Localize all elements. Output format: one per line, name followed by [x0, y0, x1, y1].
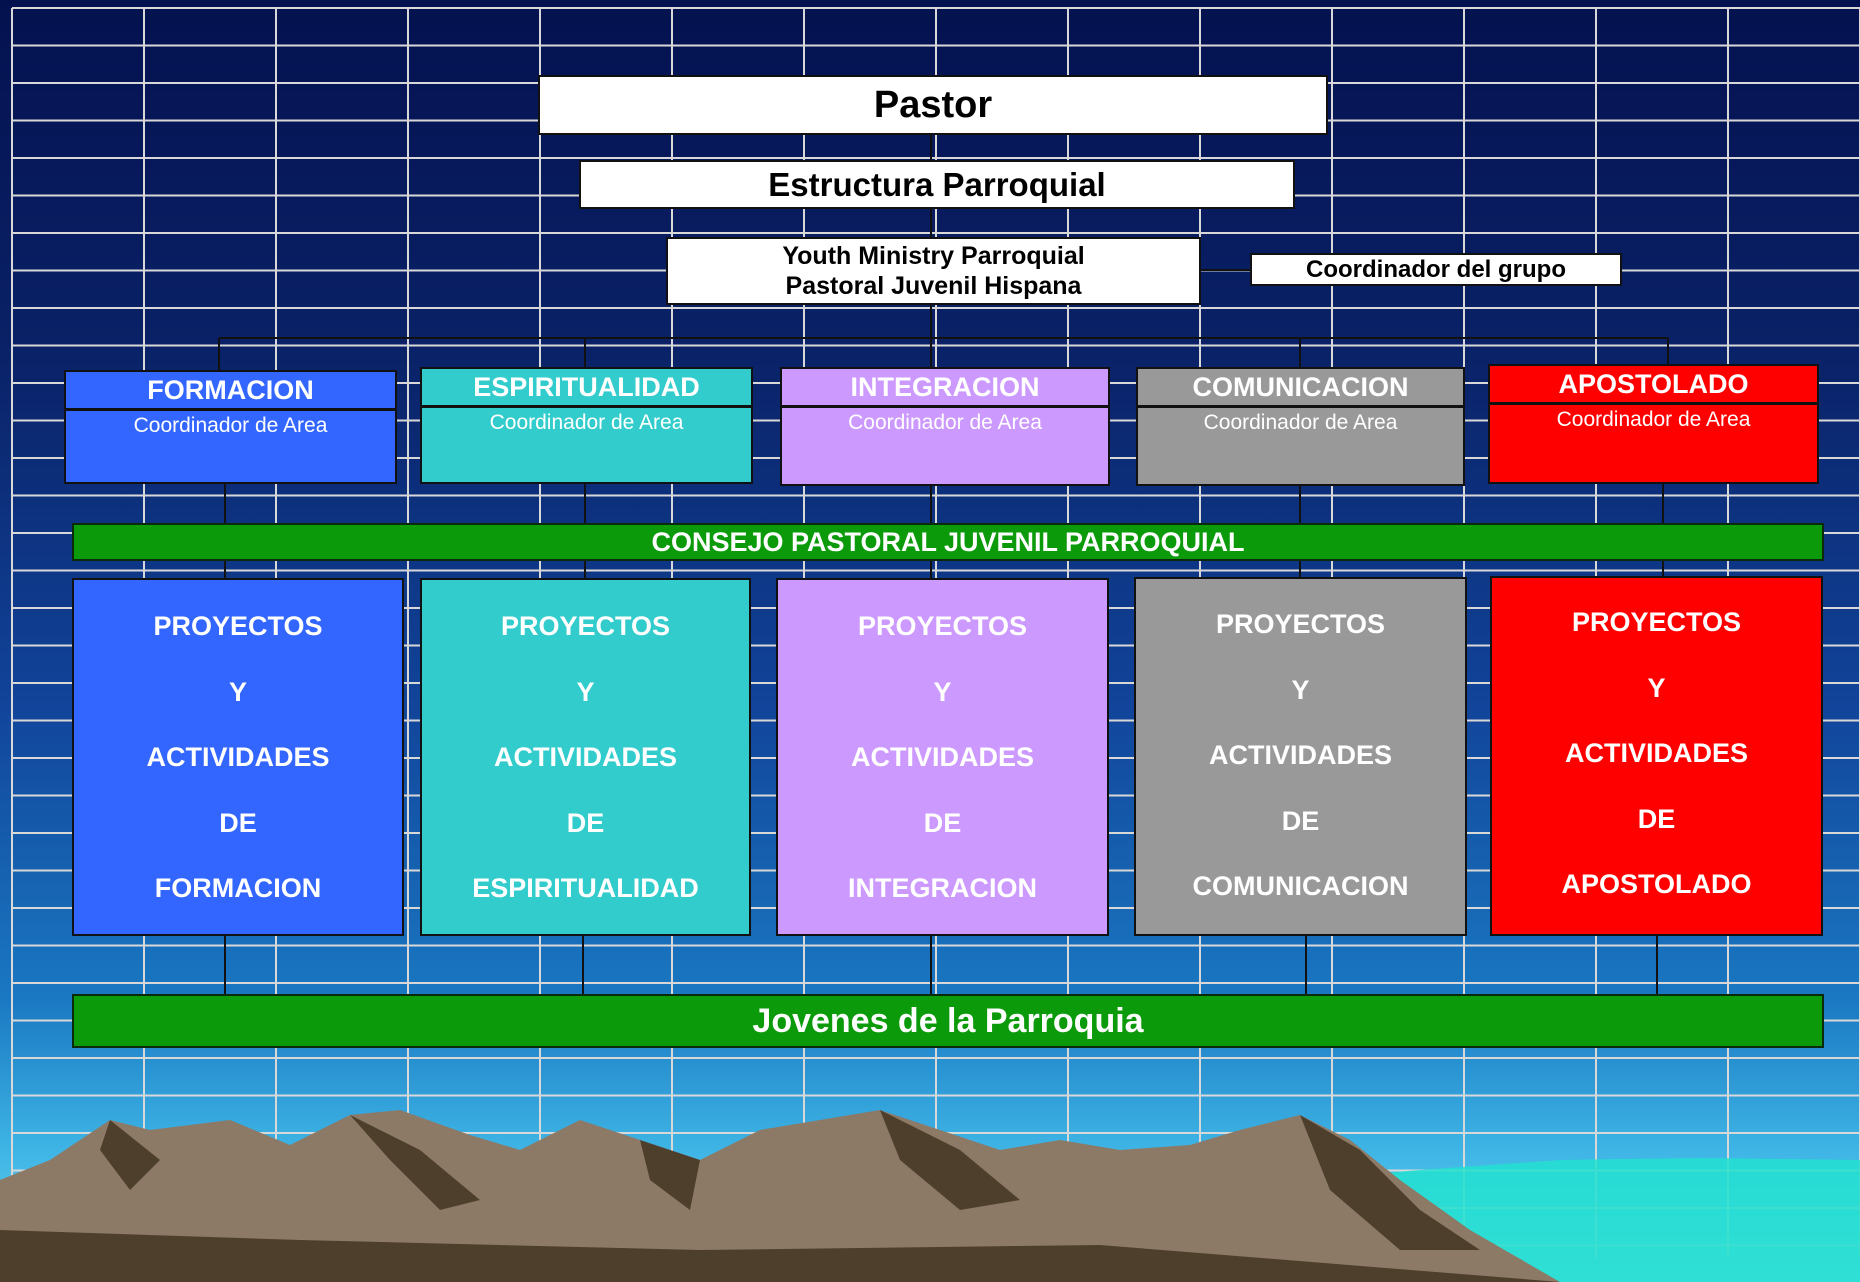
area-formacion: FORMACION Coordinador de Area	[64, 370, 397, 484]
estructura-box: Estructura Parroquial	[579, 160, 1295, 209]
project-line: PROYECTOS	[1215, 609, 1386, 639]
jovenes-label: Jovenes de la Parroquia	[752, 1001, 1144, 1040]
project-line: Y	[576, 676, 595, 707]
area-subtitle: Coordinador de Area	[1203, 411, 1398, 434]
project-line: ACTIVIDADES	[1208, 740, 1392, 770]
area-title: APOSTOLADO	[1490, 366, 1817, 405]
project-integracion: PROYECTOS Y ACTIVIDADES DE INTEGRACION	[776, 578, 1109, 936]
project-espiritualidad: PROYECTOS Y ACTIVIDADES DE ESPIRITUALIDA…	[420, 578, 751, 936]
project-line: DE	[923, 807, 962, 838]
pastor-box: Pastor	[538, 75, 1328, 135]
estructura-label: Estructura Parroquial	[768, 165, 1106, 203]
project-line: PROYECTOS	[500, 611, 671, 641]
project-line: DE	[1281, 805, 1320, 836]
project-line: PROYECTOS	[1571, 607, 1742, 637]
project-line: ESPIRITUALIDAD	[472, 873, 699, 903]
project-line: Y	[933, 676, 952, 707]
area-apostolado: APOSTOLADO Coordinador de Area	[1488, 364, 1819, 484]
area-subtitle: Coordinador de Area	[489, 411, 684, 434]
project-line: ACTIVIDADES	[493, 742, 677, 772]
area-title: ESPIRITUALIDAD	[422, 369, 751, 408]
project-line: PROYECTOS	[857, 611, 1028, 641]
area-integracion: INTEGRACION Coordinador de Area	[780, 367, 1110, 486]
pastor-label: Pastor	[873, 83, 993, 126]
project-line: INTEGRACION	[848, 873, 1037, 903]
area-title: FORMACION	[66, 372, 395, 411]
coordinador-grupo-label: Coordinador del grupo	[1306, 255, 1566, 283]
project-line: DE	[219, 807, 257, 838]
consejo-label: CONSEJO PASTORAL JUVENIL PARROQUIAL	[651, 526, 1245, 557]
project-line: DE	[566, 807, 605, 838]
project-line: Y	[228, 676, 247, 707]
youth-ministry-line1: Youth Ministry Parroquial	[782, 242, 1085, 270]
project-line: APOSTOLADO	[1561, 869, 1752, 899]
area-title: INTEGRACION	[782, 369, 1108, 408]
project-line: Y	[1647, 672, 1666, 703]
area-subtitle: Coordinador de Area	[133, 414, 328, 437]
project-line: COMUNICACION	[1192, 871, 1409, 901]
project-apostolado: PROYECTOS Y ACTIVIDADES DE APOSTOLADO	[1490, 576, 1823, 936]
youth-ministry-box: Youth Ministry Parroquial Pastoral Juven…	[666, 237, 1201, 305]
project-line: FORMACION	[154, 873, 322, 903]
coordinador-grupo-box: Coordinador del grupo	[1250, 253, 1622, 286]
area-subtitle: Coordinador de Area	[848, 411, 1042, 434]
project-line: ACTIVIDADES	[146, 742, 330, 772]
area-subtitle: Coordinador de Area	[1556, 408, 1751, 431]
project-comunicacion: PROYECTOS Y ACTIVIDADES DE COMUNICACION	[1134, 577, 1467, 936]
project-line: ACTIVIDADES	[850, 742, 1034, 772]
consejo-bar: CONSEJO PASTORAL JUVENIL PARROQUIAL	[72, 523, 1824, 561]
area-title: COMUNICACION	[1138, 369, 1463, 408]
area-comunicacion: COMUNICACION Coordinador de Area	[1136, 367, 1465, 486]
area-espiritualidad: ESPIRITUALIDAD Coordinador de Area	[420, 367, 753, 484]
project-line: Y	[1291, 674, 1310, 705]
project-line: ACTIVIDADES	[1564, 738, 1748, 768]
project-line: PROYECTOS	[153, 611, 323, 641]
mountain-shadows	[0, 1110, 1560, 1282]
jovenes-bar: Jovenes de la Parroquia	[72, 994, 1824, 1048]
project-formacion: PROYECTOS Y ACTIVIDADES DE FORMACION	[72, 578, 404, 936]
project-line: DE	[1637, 803, 1676, 834]
youth-ministry-line2: Pastoral Juvenil Hispana	[785, 272, 1082, 300]
